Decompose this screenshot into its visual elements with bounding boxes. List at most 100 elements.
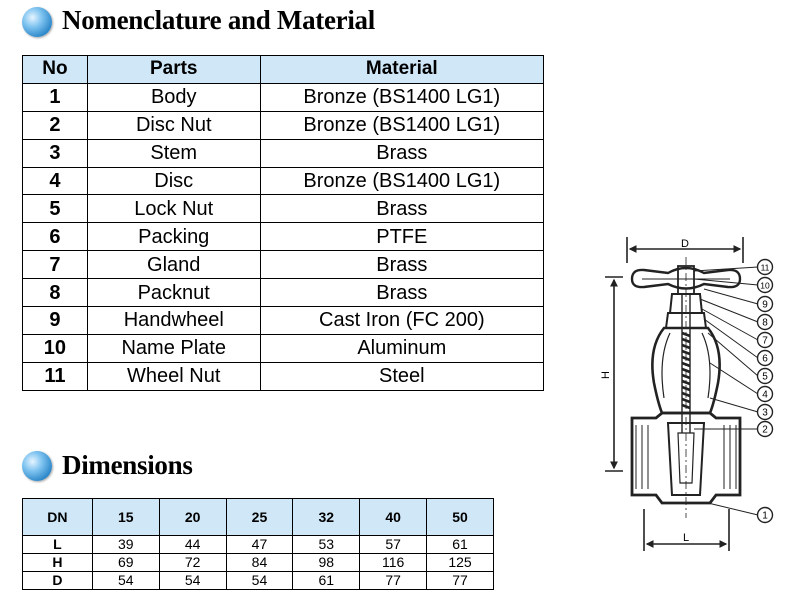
dimensions-title: Dimensions: [62, 450, 193, 480]
cell-part: Disc Nut: [86, 110, 261, 140]
cell-material: PTFE: [259, 222, 545, 252]
cell-part: Body: [86, 82, 261, 112]
callout-bubble: 11: [756, 258, 774, 276]
row-label: H: [22, 553, 93, 572]
dimension-value: 125: [426, 553, 494, 572]
dimension-value: 116: [359, 553, 428, 572]
cell-no: 10: [22, 333, 88, 363]
cell-material: Brass: [259, 278, 545, 308]
cell-part: Wheel Nut: [86, 361, 261, 391]
dimension-value: 54: [91, 571, 160, 590]
dimension-value: 39: [91, 535, 160, 554]
header-material: Material: [259, 55, 545, 84]
dimension-value: 54: [225, 571, 294, 590]
dimension-value: 47: [225, 535, 294, 554]
dim-label-d: D: [681, 238, 689, 250]
dimension-value: 77: [426, 571, 494, 590]
callout-bubble: 7: [756, 331, 774, 349]
cell-no: 1: [22, 82, 88, 112]
callout-bubble: 1: [756, 506, 774, 524]
callout-number: 11: [761, 263, 770, 273]
dimension-value: 72: [158, 553, 227, 572]
cell-material: Brass: [259, 138, 545, 168]
cell-part: Gland: [86, 250, 261, 280]
callout-number: 6: [762, 354, 768, 365]
cell-material: Bronze (BS1400 LG1): [259, 110, 545, 140]
table-header-row: No Parts Material: [22, 55, 545, 84]
dim-label-h: H: [600, 371, 612, 379]
cell-part: Packnut: [86, 278, 261, 308]
callout-number: 7: [762, 336, 768, 347]
cell-no: 3: [22, 138, 88, 168]
callout-bubble: 4: [756, 385, 774, 403]
cell-material: Cast Iron (FC 200): [259, 306, 545, 335]
dimension-value: 98: [292, 553, 361, 572]
cell-material: Aluminum: [259, 333, 545, 363]
header-dn: DN: [22, 498, 93, 536]
cell-no: 7: [22, 250, 88, 280]
callout-bubble: 8: [756, 313, 774, 331]
cell-no: 6: [22, 222, 88, 252]
cell-part: Handwheel: [86, 306, 261, 335]
cell-no: 11: [22, 361, 88, 391]
header-size: 50: [426, 498, 494, 536]
cell-material: Bronze (BS1400 LG1): [259, 82, 545, 112]
cell-part: Name Plate: [86, 333, 261, 363]
callout-number: 8: [762, 318, 768, 329]
dimension-value: 84: [225, 553, 294, 572]
cell-no: 2: [22, 110, 88, 140]
cell-no: 4: [22, 166, 88, 196]
cell-material: Brass: [259, 250, 545, 280]
callout-number: 4: [762, 390, 768, 401]
section-bullet-icon: [22, 451, 52, 481]
callout-number: 3: [762, 408, 768, 419]
section-bullet-icon: [22, 7, 52, 37]
dimension-value: 54: [158, 571, 227, 590]
row-label: D: [22, 571, 93, 590]
cell-part: Stem: [86, 138, 261, 168]
header-parts: Parts: [86, 55, 261, 84]
header-size: 15: [91, 498, 160, 536]
callout-number: 10: [760, 281, 770, 291]
cell-material: Bronze (BS1400 LG1): [259, 166, 545, 196]
dimension-value: 61: [426, 535, 494, 554]
callout-number: 5: [762, 372, 768, 383]
callout-number: 1: [762, 511, 768, 522]
cell-part: Packing: [86, 222, 261, 252]
callout-bubble: 5: [756, 367, 774, 385]
callout-bubble: 10: [756, 276, 774, 294]
callout-number: 2: [762, 425, 768, 436]
cell-part: Disc: [86, 166, 261, 196]
cell-no: 5: [22, 194, 88, 224]
callout-bubble: 2: [756, 420, 774, 438]
nomenclature-title: Nomenclature and Material: [62, 5, 375, 35]
dimension-value: 44: [158, 535, 227, 554]
header-size: 20: [158, 498, 227, 536]
dimension-value: 69: [91, 553, 160, 572]
dimension-value: 53: [292, 535, 361, 554]
dimension-value: 61: [292, 571, 361, 590]
cell-no: 9: [22, 306, 88, 335]
header-no: No: [22, 55, 88, 84]
cell-material: Steel: [259, 361, 545, 391]
callout-bubble: 6: [756, 349, 774, 367]
row-label: L: [22, 535, 93, 554]
dim-label-l: L: [683, 532, 689, 544]
dimension-value: 57: [359, 535, 428, 554]
header-size: 25: [225, 498, 294, 536]
cell-material: Brass: [259, 194, 545, 224]
cell-part: Lock Nut: [86, 194, 261, 224]
